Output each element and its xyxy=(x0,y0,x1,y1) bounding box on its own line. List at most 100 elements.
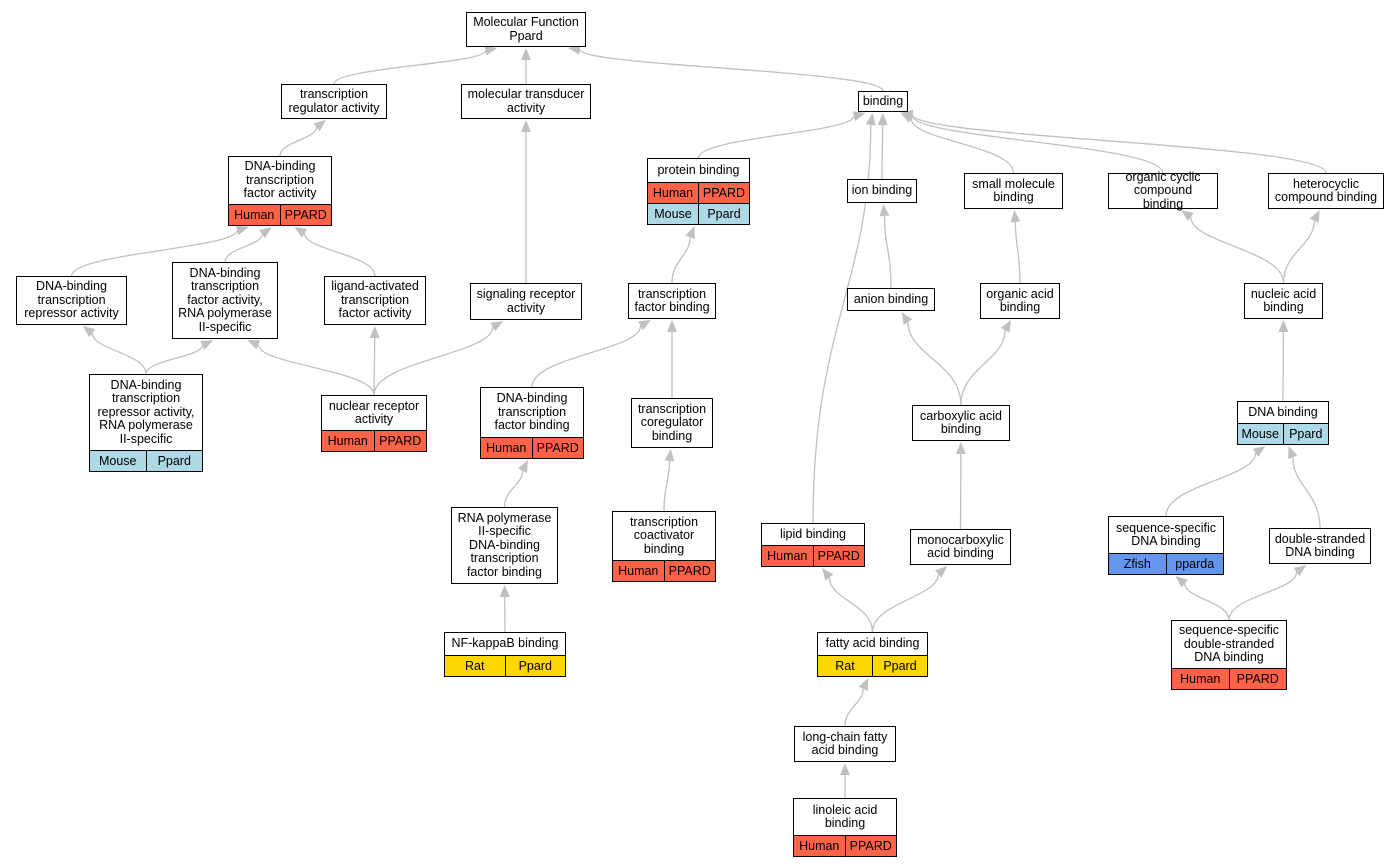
go-term-node-tra[interactable]: transcription regulator activity xyxy=(281,84,387,119)
go-term-node-dbtfb[interactable]: DNA-binding transcription factor binding… xyxy=(480,387,584,459)
go-term-node-bind[interactable]: binding xyxy=(858,91,908,112)
arrowhead-icon xyxy=(865,113,876,126)
arrowhead-icon xyxy=(664,449,675,462)
go-term-label: linoleic acid binding xyxy=(812,802,878,830)
go-term-label: nucleic acid binding xyxy=(1250,286,1317,314)
organism-badge: Mouse xyxy=(1238,424,1283,444)
gene-badge: PPARD xyxy=(531,438,583,458)
go-term-label: Molecular Function Ppard xyxy=(473,15,579,43)
arrowhead-icon xyxy=(638,320,651,331)
go-term-label: anion binding xyxy=(853,291,929,306)
is-a-edge-anb-ionb xyxy=(883,215,892,289)
go-term-label: transcription factor binding xyxy=(634,286,710,314)
go-term-node-nab[interactable]: nucleic acid binding xyxy=(1244,283,1323,319)
go-term-node-dbtfarna[interactable]: DNA-binding transcription factor activit… xyxy=(172,262,278,339)
is-a-edge-nra-sra xyxy=(373,326,494,396)
go-term-node-mcab[interactable]: monocarboxylic acid binding xyxy=(910,529,1011,565)
go-term-label: double-stranded DNA binding xyxy=(1274,531,1366,559)
is-a-edge-dbtrarna-dbtra xyxy=(91,333,147,375)
go-term-label: long-chain fatty acid binding xyxy=(802,729,888,757)
is-a-edge-nra-dbtfarna xyxy=(257,344,375,396)
go-term-node-sra[interactable]: signaling receptor activity xyxy=(470,283,582,320)
arrowhead-icon xyxy=(518,460,528,473)
go-term-label: DNA-binding transcription factor activit… xyxy=(178,265,272,334)
go-term-label: carboxylic acid binding xyxy=(920,408,1002,436)
arrowhead-icon xyxy=(82,326,96,338)
arrowhead-icon xyxy=(235,225,249,236)
go-term-node-occb[interactable]: organic cyclic compound binding xyxy=(1108,170,1218,211)
arrowhead-icon xyxy=(568,44,581,55)
go-term-node-lcfab[interactable]: long-chain fatty acid binding xyxy=(794,726,896,762)
organism-badge: Human xyxy=(648,183,698,203)
go-term-node-tfb[interactable]: transcription factor binding xyxy=(628,283,716,319)
go-term-label: DNA binding xyxy=(1248,404,1318,419)
arrowhead-icon xyxy=(369,326,380,339)
go-term-node-rnap[interactable]: RNA polymerase II-specific DNA-binding t… xyxy=(451,507,558,584)
is-a-edge-tfb-pb xyxy=(671,237,691,284)
organism-badge: Human xyxy=(762,546,813,566)
go-term-label: DNA-binding transcription factor activit… xyxy=(243,159,317,201)
go-term-node-dbtfa[interactable]: DNA-binding transcription factor activit… xyxy=(228,156,332,226)
go-term-node-cab[interactable]: carboxylic acid binding xyxy=(912,405,1010,441)
go-term-node-dbtrarna[interactable]: DNA-binding transcription repressor acti… xyxy=(89,374,203,472)
gene-badge: Ppard xyxy=(1282,424,1328,444)
go-term-node-latfa[interactable]: ligand-activated transcription factor ac… xyxy=(324,276,426,325)
go-term-node-mta[interactable]: molecular transducer activity xyxy=(461,84,591,119)
go-term-label: RNA polymerase II-specific DNA-binding t… xyxy=(457,510,552,579)
go-term-node-mf[interactable]: Molecular Function Ppard xyxy=(466,12,586,47)
arrowhead-icon xyxy=(1278,320,1289,333)
go-term-node-anb[interactable]: anion binding xyxy=(847,288,935,311)
gene-badge: PPARD xyxy=(1228,669,1286,689)
go-term-label: organic acid binding xyxy=(986,286,1054,314)
go-term-node-ionb[interactable]: ion binding xyxy=(847,179,917,203)
arrowhead-icon xyxy=(499,585,510,598)
go-term-node-oab[interactable]: organic acid binding xyxy=(980,283,1060,319)
go-term-label: sequence-specific double-stranded DNA bi… xyxy=(1178,623,1280,665)
go-term-node-hccb[interactable]: heterocyclic compound binding xyxy=(1268,173,1384,209)
arrowhead-icon xyxy=(1010,210,1021,223)
arrowhead-icon xyxy=(877,113,888,126)
arrowhead-icon xyxy=(821,568,834,581)
is-a-edge-dsdb-dnab xyxy=(1292,457,1321,529)
is-a-edge-hccb-bind xyxy=(911,114,1327,174)
go-term-label: ion binding xyxy=(851,183,913,198)
arrowhead-icon xyxy=(521,48,531,60)
go-term-label: lipid binding xyxy=(779,526,847,541)
is-a-edge-nab-hccb xyxy=(1282,220,1315,284)
organism-badge: Human xyxy=(322,431,374,451)
organism-badge: Human xyxy=(481,438,532,458)
go-term-node-dsdb[interactable]: double-stranded DNA binding xyxy=(1269,528,1371,564)
go-term-label: transcription coactivator binding xyxy=(629,514,699,556)
is-a-edge-dbtfarna-dbtfa xyxy=(224,233,263,263)
go-term-node-smb[interactable]: small molecule binding xyxy=(964,173,1063,209)
arrowhead-icon xyxy=(840,763,850,775)
go-term-node-tcb[interactable]: transcription coregulator binding xyxy=(631,398,713,448)
organism-badge: Zfish xyxy=(1109,554,1166,574)
is-a-edge-pb-bind xyxy=(697,115,855,159)
arrowhead-icon xyxy=(247,340,261,350)
go-term-node-ssdsdb[interactable]: sequence-specific double-stranded DNA bi… xyxy=(1171,620,1287,690)
is-a-edge-rnap-dbtfb xyxy=(503,470,524,508)
go-term-node-dbtra[interactable]: DNA-binding transcription repressor acti… xyxy=(16,276,127,325)
arrowhead-icon xyxy=(858,678,869,691)
go-term-label: transcription coregulator binding xyxy=(637,401,707,443)
arrowhead-icon xyxy=(879,204,890,217)
